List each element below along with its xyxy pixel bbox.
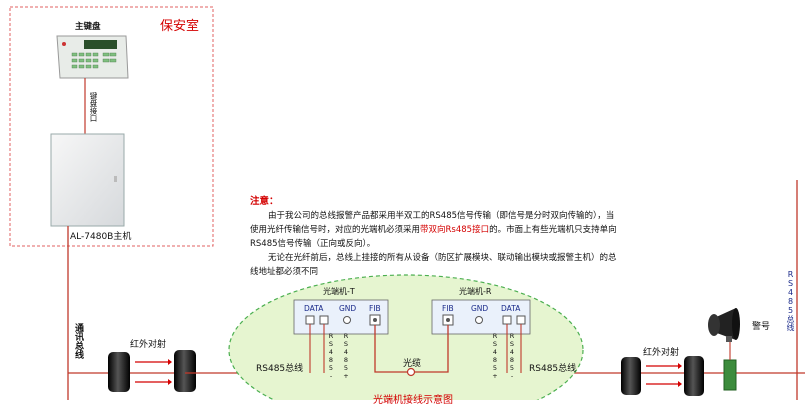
panel-label: AL-7480B主机	[70, 232, 132, 242]
unit-r-name: 光端机-R	[459, 287, 492, 296]
unit-t-rs-neg: RS485-	[327, 332, 335, 380]
ir-beam-left	[108, 350, 196, 392]
siren-label: 警号	[752, 322, 771, 332]
keyboard-port-label: 键盘接口	[89, 92, 98, 122]
keyboard-label: 主键盘	[75, 22, 101, 32]
rs485-bus-label-left: RS485总线	[256, 364, 304, 374]
note-paragraph-1: 由于我公司的总线报警产品都采用半双工的RS485信号传输（即信号是分时双向传输的…	[250, 211, 617, 249]
bus-label: 通讯总线	[73, 323, 83, 359]
unit-r-fib-label: FIB	[442, 304, 454, 313]
keyboard-device	[56, 35, 129, 79]
ir-beam-right	[621, 356, 704, 396]
unit-r-data-label: DATA	[501, 304, 521, 313]
unit-r-gnd-label: GND	[471, 304, 489, 313]
unit-r-rs-neg: RS485-	[508, 332, 516, 380]
unit-t-data-label: DATA	[304, 304, 324, 313]
note-block: 注意： 由于我公司的总线报警产品都采用半双工的RS485信号传输（即信号是分时双…	[250, 195, 620, 279]
unit-t-gnd-label: GND	[339, 304, 357, 313]
note-heading: 注意：	[250, 196, 279, 207]
rs485-vertical-label: RS485总线	[786, 270, 795, 331]
fiber-diagram-ellipse	[228, 274, 584, 400]
panel-device	[50, 133, 125, 227]
ir-left-label: 红外对射	[130, 340, 167, 350]
unit-t-fib-label: FIB	[369, 304, 381, 313]
expansion-module	[723, 359, 737, 391]
ir-right-label: 红外对射	[643, 348, 680, 358]
rs485-bus-label-right: RS485总线	[529, 364, 577, 374]
unit-t-rs-pos: RS485+	[342, 332, 350, 380]
security-room-border	[9, 6, 214, 247]
unit-t-name: 光端机-T	[323, 287, 355, 296]
siren-icon	[708, 308, 740, 342]
fiber-caption: 光端机接线示意图	[373, 395, 453, 406]
note-paragraph-2: 无论在光纤前后，总线上挂接的所有从设备（防区扩展模块、联动输出模块或报警主机）的…	[250, 253, 617, 277]
fiber-cable-label: 光缆	[403, 359, 422, 369]
unit-r-rs-pos: RS485+	[491, 332, 499, 380]
room-title: 保安室	[160, 19, 200, 34]
